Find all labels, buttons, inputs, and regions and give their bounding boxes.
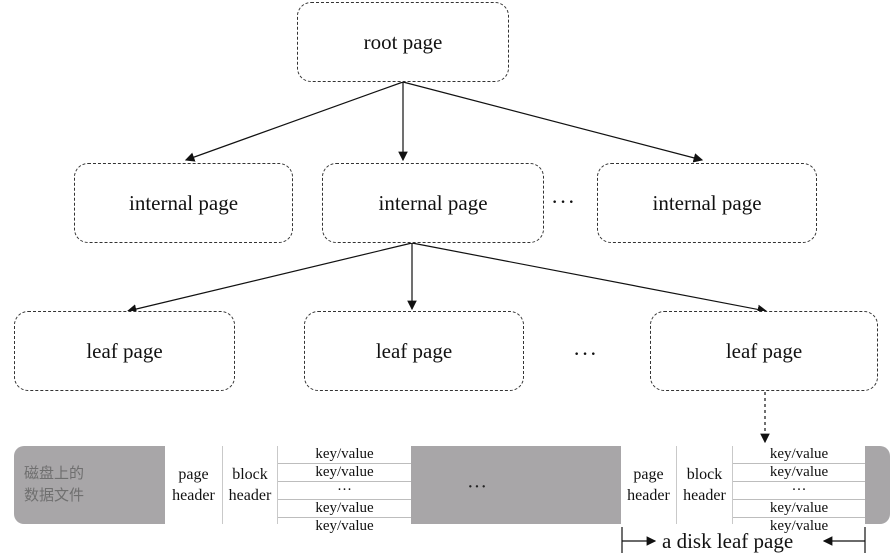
edge-root-internal-1 — [184, 81, 404, 162]
kv-list-1: key/value key/value ··· key/value key/va… — [278, 446, 411, 534]
leaf-page-node-2: leaf page — [304, 311, 524, 391]
block-header-cell-1: block header — [223, 446, 278, 524]
leaf-page-node-3: leaf page — [650, 311, 878, 391]
edge-internal-leaf-3 — [411, 242, 768, 315]
edge-internal-leaf-1 — [126, 242, 413, 314]
kv-row: key/value — [315, 518, 374, 534]
leaf-page-node-1: leaf page — [14, 311, 235, 391]
internal-page-node-2: internal page — [322, 163, 544, 243]
leaf-page-label: leaf page — [375, 338, 453, 363]
root-page-label: root page — [363, 29, 443, 54]
leaf-page-label: leaf page — [86, 338, 163, 363]
page-header-cell-1: page header — [165, 446, 223, 524]
internal-page-label: internal page — [652, 190, 762, 215]
internal-page-node-3: internal page — [597, 163, 817, 243]
kv-row: key/value — [278, 446, 411, 464]
edge-root-internal-3 — [402, 81, 704, 163]
internal-page-label: internal page — [128, 190, 239, 215]
kv-row-ellipsis: ··· — [278, 482, 411, 500]
kv-row: key/value — [733, 464, 865, 482]
page-header-cell-2: page header — [621, 446, 677, 524]
kv-row: key/value — [769, 518, 829, 534]
kv-list-2: key/value key/value ··· key/value key/va… — [733, 446, 865, 534]
leaf-page-label: leaf page — [725, 338, 803, 363]
root-page-node: root page — [297, 2, 509, 82]
internal-ellipsis: ··· — [551, 189, 576, 214]
block-header-cell-2: block header — [677, 446, 733, 524]
kv-row: key/value — [733, 500, 865, 518]
internal-page-node-1: internal page — [74, 163, 293, 243]
disk-middle-ellipsis: ··· — [467, 476, 487, 498]
kv-row: key/value — [278, 500, 411, 518]
internal-page-label: internal page — [378, 190, 488, 215]
disk-data-file-label: 磁盘上的 数据文件 — [24, 464, 85, 504]
leaf-ellipsis: ··· — [573, 341, 598, 366]
kv-row: key/value — [733, 446, 865, 464]
kv-row: key/value — [278, 464, 411, 482]
disk-leaf-page-span-label: a disk leaf page — [662, 529, 794, 553]
kv-row-ellipsis: ··· — [733, 482, 865, 500]
